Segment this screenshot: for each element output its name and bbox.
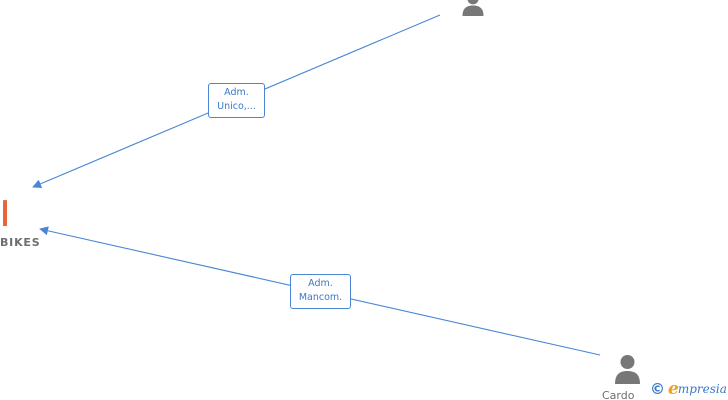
relation-label-1[interactable]: Adm. Unico,... bbox=[208, 83, 265, 118]
person-icon[interactable] bbox=[457, 0, 489, 16]
company-name[interactable]: BIKES bbox=[0, 236, 41, 249]
brand-initial: e bbox=[668, 379, 679, 399]
relation-label-2-line-2: Mancom. bbox=[298, 292, 343, 303]
person-name[interactable]: Cardo bbox=[602, 389, 635, 400]
relation-label-2[interactable]: Adm. Mancom. bbox=[290, 274, 351, 309]
relation-label-1-line-2: Unico,... bbox=[217, 101, 256, 112]
watermark: ©empresia bbox=[650, 379, 727, 399]
relation-label-2-line-1: Adm. bbox=[308, 278, 333, 289]
relation-label-1-line-1: Adm. bbox=[224, 87, 249, 98]
copyright-symbol: © bbox=[650, 380, 665, 398]
brand-name: mpresia bbox=[677, 382, 727, 396]
building-icon[interactable]: ▮ bbox=[0, 194, 7, 228]
person-icon[interactable] bbox=[614, 354, 641, 384]
